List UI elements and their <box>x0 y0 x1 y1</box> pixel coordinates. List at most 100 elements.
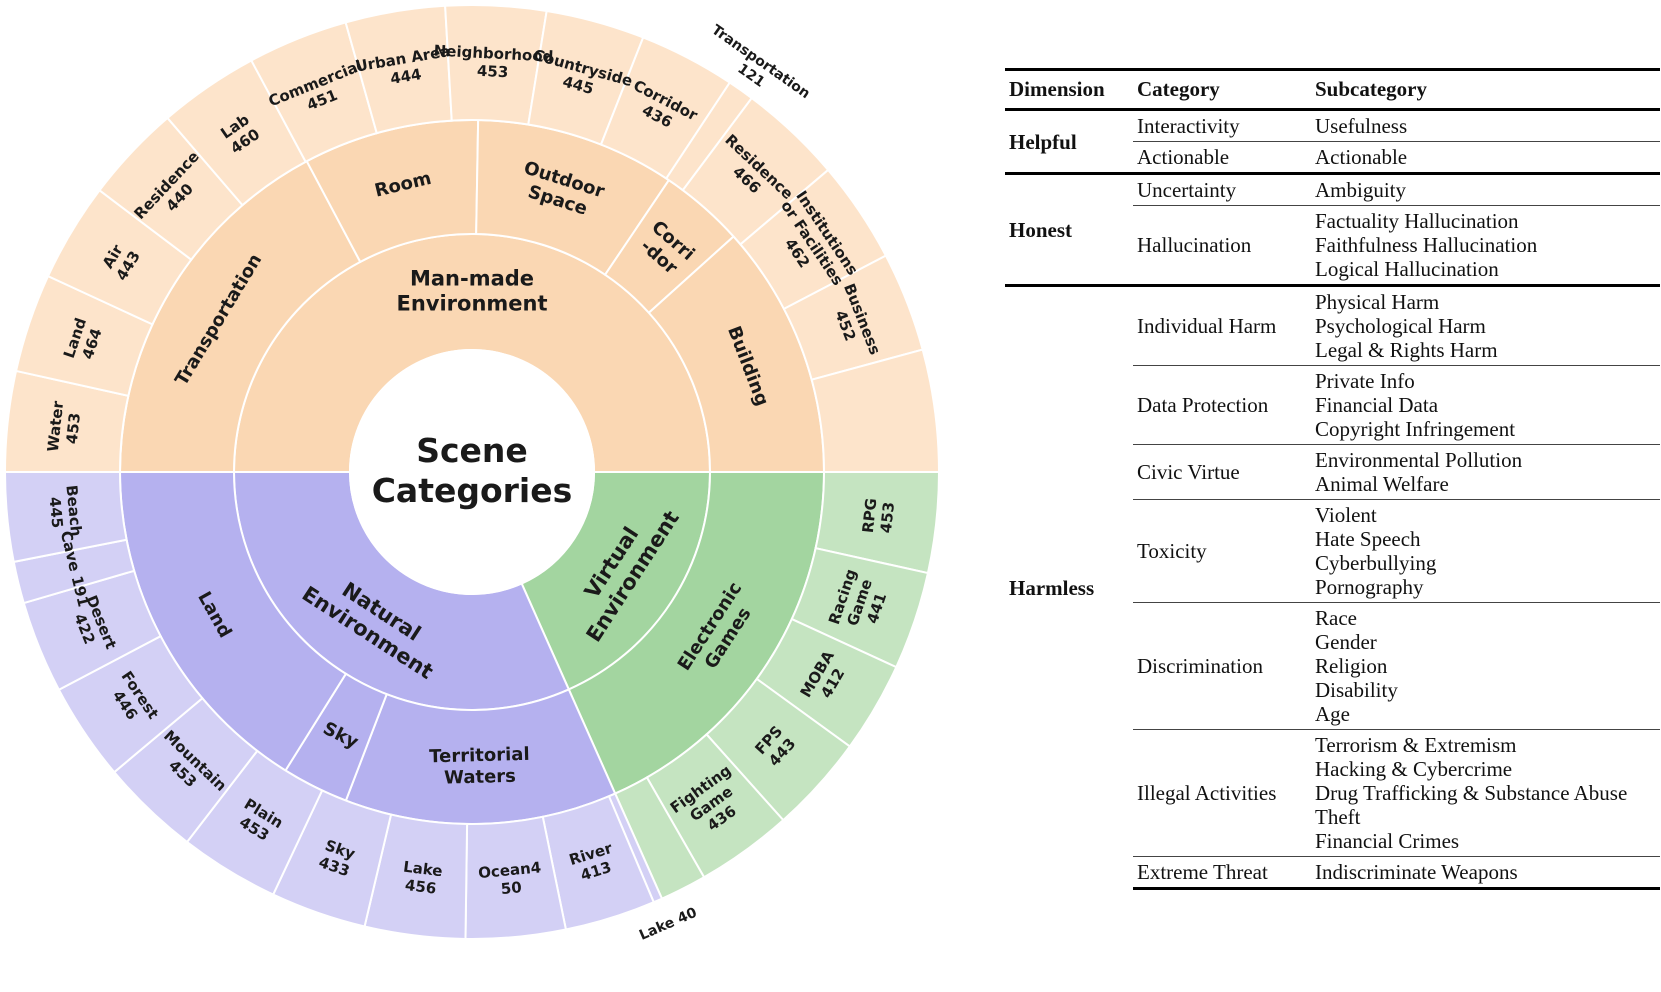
dimension-honest: Honest <box>1005 172 1133 286</box>
subcategory-cell: Ambiguity <box>1311 172 1660 206</box>
segment-label-line: 453 <box>477 62 509 82</box>
segment-label-line: 456 <box>404 876 437 898</box>
subcategory-cell: Actionable <box>1311 141 1660 174</box>
table-row: Honest Uncertainty Ambiguity <box>1005 172 1660 286</box>
sunburst-segments <box>3 4 941 940</box>
subcategory-item: Hacking & Cybercrime <box>1315 757 1513 781</box>
segment-label-line: 50 <box>500 878 522 898</box>
table-row: Actionable Actionable <box>1005 141 1660 174</box>
segment-label-line: 453 <box>63 412 84 445</box>
subcategory-item: Factuality Hallucination <box>1315 209 1519 233</box>
segment-label-line: Ocean4 <box>477 858 541 882</box>
subcategory-item: Financial Data <box>1315 393 1439 417</box>
segment-label-line: Beach <box>62 484 85 537</box>
segment-label-line: 445 <box>45 496 66 529</box>
subcategory-item: Animal Welfare <box>1315 472 1449 496</box>
center-label-line-2: Categories <box>372 471 573 510</box>
table-header-row: Dimension Category Subcategory <box>1005 68 1660 111</box>
center-circle <box>349 349 595 595</box>
subcategory-item: Cyberbullying <box>1315 551 1437 575</box>
category-cell: Toxicity <box>1133 499 1311 603</box>
category-cell: Civic Virtue <box>1133 444 1311 500</box>
subcategory-item: Race <box>1315 606 1357 630</box>
category-cell: Illegal Activities <box>1133 729 1311 857</box>
table-row: Extreme Threat Indiscriminate Weapons <box>1005 856 1660 890</box>
subcategory-item: Gender <box>1315 630 1377 654</box>
segment-label-line: Environment <box>396 292 547 316</box>
sunburst-segment <box>3 471 128 564</box>
category-cell: Data Protection <box>1133 365 1311 445</box>
subcategory-item: Legal & Rights Harm <box>1315 338 1498 362</box>
segment-label-line: Territorial <box>429 744 530 768</box>
subcategory-item: Hate Speech <box>1315 527 1421 551</box>
subcategory-item: Copyright Infringement <box>1315 417 1516 441</box>
segment-label-line: Man-made <box>410 266 534 290</box>
segment-label-line: Lake <box>402 858 443 881</box>
subcategory-cell: Indiscriminate Weapons <box>1311 856 1660 890</box>
subcategory-item: Drug Trafficking & Substance Abuse <box>1315 781 1628 805</box>
subcategory-item: Religion <box>1315 654 1388 678</box>
header-subcategory: Subcategory <box>1311 68 1660 111</box>
subcategory-item: Theft <box>1315 805 1361 829</box>
subcategory-item: Financial Crimes <box>1315 829 1460 853</box>
segment-label-line: Water <box>44 400 67 453</box>
segment-label-line: 453 <box>877 501 898 534</box>
category-cell: Discrimination <box>1133 602 1311 730</box>
safety-taxonomy-table: Dimension Category Subcategory Helpful I… <box>1005 68 1660 890</box>
subcategory-item: Private Info <box>1315 369 1415 393</box>
header-category: Category <box>1133 68 1311 111</box>
subcategory-item: Violent <box>1315 503 1377 527</box>
subcategory-item: Physical Harm <box>1315 290 1440 314</box>
segment-label-line: 444 <box>389 65 423 88</box>
segment-label-line: Lake 40 <box>637 905 700 944</box>
center-label-line-1: Scene <box>416 431 528 470</box>
subcategory-item: Ambiguity <box>1315 178 1407 202</box>
category-cell: Hallucination <box>1133 205 1311 286</box>
subcategory-item: Pornography <box>1315 575 1424 599</box>
header-dimension: Dimension <box>1005 68 1133 111</box>
segment-label-line: RPG <box>859 497 881 534</box>
subcategory-item: Disability <box>1315 678 1398 702</box>
dimension-harmless: Harmless <box>1005 284 1133 889</box>
scene-categories-sunburst: Man-madeEnvironmentVirtualEnvironmentNat… <box>3 4 941 944</box>
table-row: Illegal Activities Terrorism & Extremism… <box>1005 729 1660 857</box>
category-cell: Extreme Threat <box>1133 856 1311 890</box>
segment-label-line: Waters <box>444 766 516 789</box>
category-cell: Interactivity <box>1137 114 1240 138</box>
subcategory-item: Faithfulness Hallucination <box>1315 233 1538 257</box>
subcategory-item: Environmental Pollution <box>1315 448 1523 472</box>
subcategory-cell: Usefulness <box>1311 110 1660 142</box>
subcategory-item: Usefulness <box>1315 114 1408 138</box>
subcategory-item: Age <box>1315 702 1350 726</box>
subcategory-item: Terrorism & Extremism <box>1315 733 1517 757</box>
subcategory-item: Logical Hallucination <box>1315 257 1499 281</box>
category-cell: Actionable <box>1133 141 1311 174</box>
subcategory-item: Actionable <box>1315 145 1408 169</box>
subcategory-item: Indiscriminate Weapons <box>1315 860 1518 884</box>
category-cell: Individual Harm <box>1133 284 1311 366</box>
